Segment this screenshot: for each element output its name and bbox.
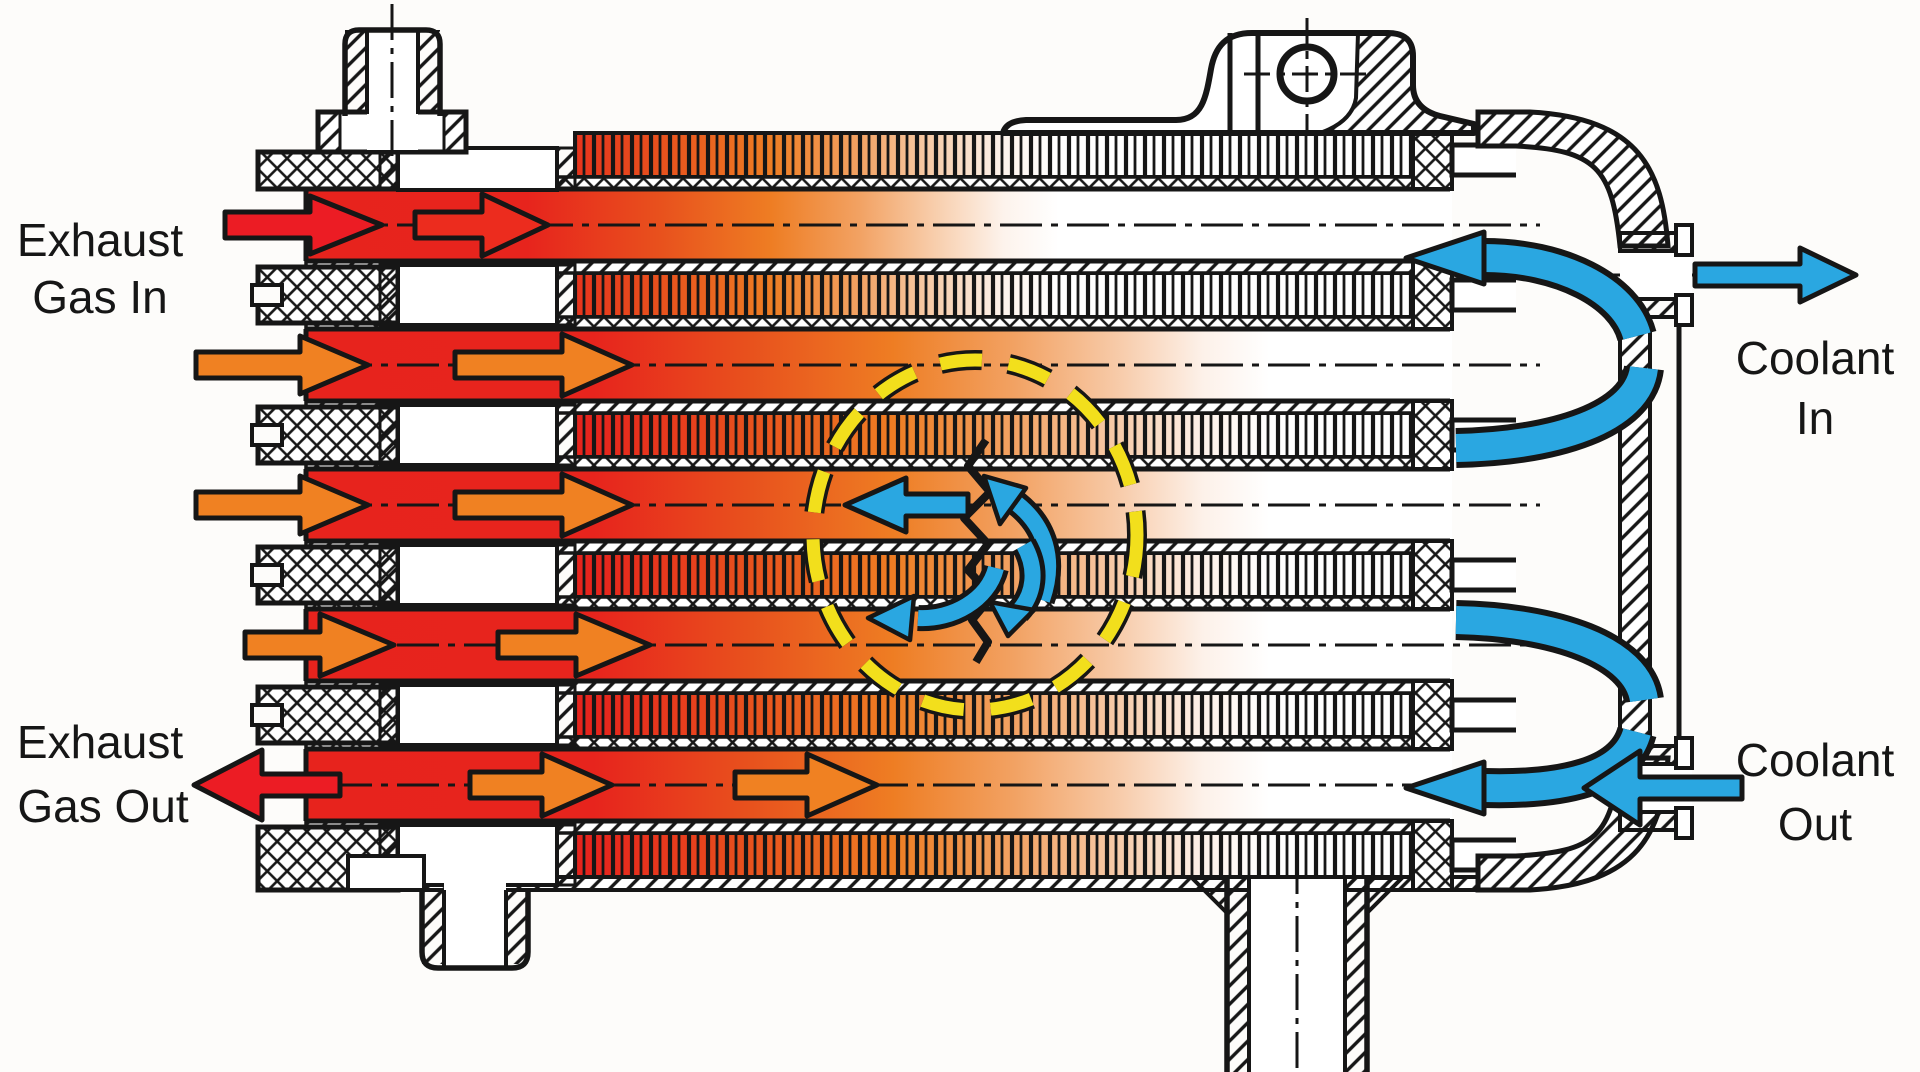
crack [960,437,996,665]
coolant-leak-arrows [842,473,1061,643]
exhaust-tube4-inner-arrow [495,611,653,679]
left-end-cap [250,146,577,893]
coolant-out-arrow [1581,748,1745,828]
bottom-shell [304,875,1484,892]
coolant-uturn-bottom-arrow [1403,600,1664,817]
exhaust-tube4-entry-arrow [242,611,397,679]
exhaust-flow-arrows [191,191,880,823]
cap-notches [250,283,284,727]
coolant-uturn-top-arrow [1403,229,1664,468]
coolant-out-label-line1: Coolant [1736,734,1895,786]
cooler-core-fin-bands [573,131,1415,879]
exhaust-tube5-inner-arrow-1 [467,751,615,819]
exhaust-tube2-inner-arrow [452,331,635,399]
exhaust-gas-out-label-line1: Exhaust [17,716,183,768]
bottom-stub-right [1190,858,1404,1072]
exhaust-gas-out-label-line2: Gas Out [17,780,189,832]
exhaust-tube3-inner-arrow [452,471,635,539]
exhaust-tube3-entry-arrow [193,473,371,537]
exhaust-gas-out-arrow [191,747,343,823]
exhaust-gas-in-label-line1: Exhaust [17,214,183,266]
leak-arrow-up-into-crack [981,473,1029,527]
cap-gap-boxes [378,146,577,887]
exhaust-gas-in-label-line2: Gas In [32,271,168,323]
coolant-in-label-line2: In [1796,392,1834,444]
exhaust-tube5-inner-arrow-2 [732,751,880,819]
coolant-out-label-line2: Out [1778,798,1852,850]
coolant-in-stub [1618,223,1694,327]
coolant-in-arrow [1692,245,1859,305]
fin-band [573,271,1415,319]
top-port [315,4,469,168]
fin-band [573,411,1415,459]
crack-highlight-circle [803,350,1147,720]
leak-arrow-down [987,599,1037,639]
fin-band [573,131,1415,179]
mounting-bracket [1000,18,1477,136]
labels: Exhaust Gas In Exhaust Gas Out Coolant I… [17,214,1895,850]
exhaust-tube2-entry-arrow [193,333,371,397]
header-crosshatch-blocks [1411,129,1454,892]
exhaust-tube1-inner-arrow [412,191,551,259]
exhaust-gas-in-arrow [222,193,385,257]
leak-arrow-left [842,475,971,535]
bracket-section-hatch [1319,31,1476,135]
fin-band [573,831,1415,879]
leak-arrow-down-left [865,593,917,643]
bottom-stub-left [346,854,531,971]
coolant-in-label-line1: Coolant [1736,332,1895,384]
